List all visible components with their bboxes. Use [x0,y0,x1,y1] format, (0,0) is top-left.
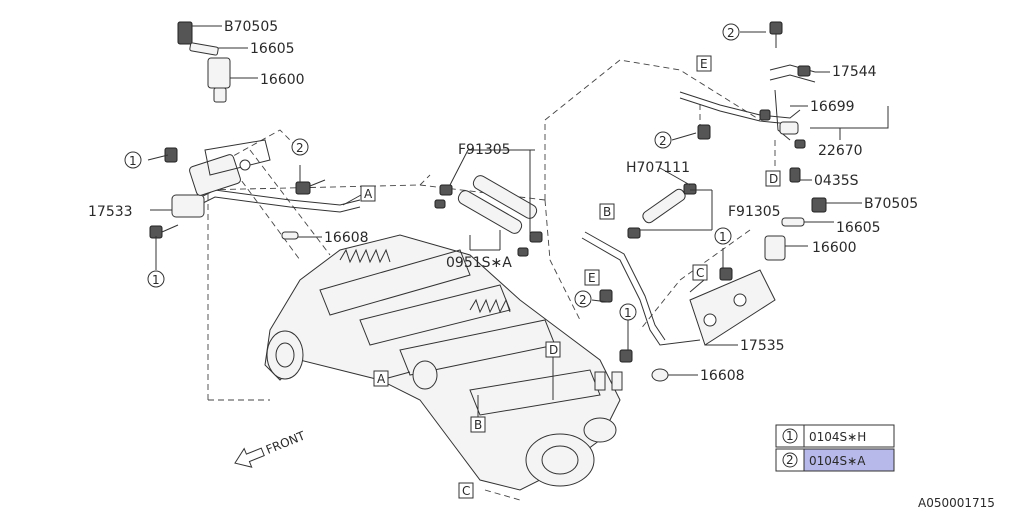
label-h707111[interactable]: H707111 [626,160,690,176]
ref-box-d-right[interactable]: D [765,170,781,187]
ref-box-e-top[interactable]: E [696,55,712,72]
label-16699[interactable]: 16699 [810,99,855,115]
svg-text:C: C [462,484,470,498]
svg-text:A: A [364,187,373,201]
circled-callouts: 1 1 2 2 2 2 1 1 [124,23,740,321]
svg-text:1: 1 [129,154,137,168]
injector-assembly-right [764,197,827,261]
ref-box-c-bottom[interactable]: C [458,482,474,499]
legend-part-1: 0104S∗H [809,430,866,444]
svg-text:2: 2 [659,134,667,148]
svg-text:E: E [588,271,596,285]
oring-left [281,231,299,240]
ref-box-e-center[interactable]: E [584,269,600,286]
callout-2-center[interactable]: 2 [574,290,592,308]
svg-text:B: B [474,418,482,432]
svg-text:C: C [696,266,704,280]
svg-text:1: 1 [719,230,727,244]
front-label: FRONT [264,428,308,457]
legend-part-2: 0104S∗A [809,454,866,468]
label-22670[interactable]: 22670 [818,143,863,159]
label-b70505-right[interactable]: B70505 [864,196,918,212]
injector-assembly-left [177,21,231,103]
label-f91305-right[interactable]: F91305 [728,204,781,220]
ref-box-a-bottom[interactable]: A [373,370,389,387]
callout-1-right[interactable]: 1 [714,227,732,245]
label-16600-right[interactable]: 16600 [812,240,857,256]
label-17535[interactable]: 17535 [740,338,785,354]
svg-text:D: D [769,172,778,186]
fuel-pipe-17533 [171,139,361,218]
bolt-2-left [295,179,326,195]
svg-text:B: B [603,205,611,219]
ref-box-a-top[interactable]: A [360,185,376,202]
label-16608-left[interactable]: 16608 [324,230,369,246]
legend-table: 1 0104S∗H 2 0104S∗A [775,424,895,472]
svg-text:1: 1 [152,273,160,287]
callout-1-center[interactable]: 1 [619,303,637,321]
label-f91305-top[interactable]: F91305 [458,142,511,158]
svg-text:1: 1 [624,306,632,320]
label-16605-right[interactable]: 16605 [836,220,881,236]
label-0435s[interactable]: 0435S [814,173,859,189]
fuel-pipe-17544 [679,21,816,183]
diagram-id: A050001715 [918,496,995,510]
label-b70505-left[interactable]: B70505 [224,19,278,35]
ref-box-b-bottom[interactable]: B [470,416,486,433]
svg-text:2: 2 [579,293,587,307]
label-17533[interactable]: 17533 [88,204,133,220]
svg-text:2: 2 [786,453,794,467]
bolt-left-upper [164,147,178,163]
label-17544[interactable]: 17544 [832,64,877,80]
callout-2-mid-right[interactable]: 2 [654,131,672,149]
fuel-pipe-17535 [581,231,776,382]
front-arrow: FRONT [234,428,308,468]
ref-box-b-top[interactable]: B [599,203,615,220]
ref-box-d-center[interactable]: D [545,341,561,358]
svg-text:A: A [377,372,386,386]
callout-1-left-upper[interactable]: 1 [124,151,142,169]
legend-row-2[interactable]: 2 0104S∗A [782,452,866,468]
callout-1-left-lower[interactable]: 1 [147,270,165,288]
svg-text:D: D [549,343,558,357]
intake-manifold [264,234,623,491]
hose-group-center [434,175,543,257]
svg-text:E: E [700,57,708,71]
label-0951sa[interactable]: 0951S∗A [446,255,512,271]
svg-text:2: 2 [727,26,735,40]
hose-h707111 [627,183,697,239]
callout-2-top-right[interactable]: 2 [722,23,740,41]
label-16608-right[interactable]: 16608 [700,368,745,384]
bolt-left-lower [149,224,179,239]
ref-box-c-right[interactable]: C [692,264,708,281]
svg-text:1: 1 [786,429,794,443]
legend-highlight [803,448,895,472]
callout-2-left[interactable]: 2 [291,138,309,156]
part-number-labels: B70505 16605 16600 17533 16608 F91305 09… [88,19,918,384]
label-16605-left[interactable]: 16605 [250,41,295,57]
leader-lines [147,25,889,422]
label-16600-left[interactable]: 16600 [260,72,305,88]
legend-row-1[interactable]: 1 0104S∗H [782,428,866,444]
reference-boxes: A A B B C C D D E E [360,55,781,499]
svg-text:2: 2 [296,141,304,155]
